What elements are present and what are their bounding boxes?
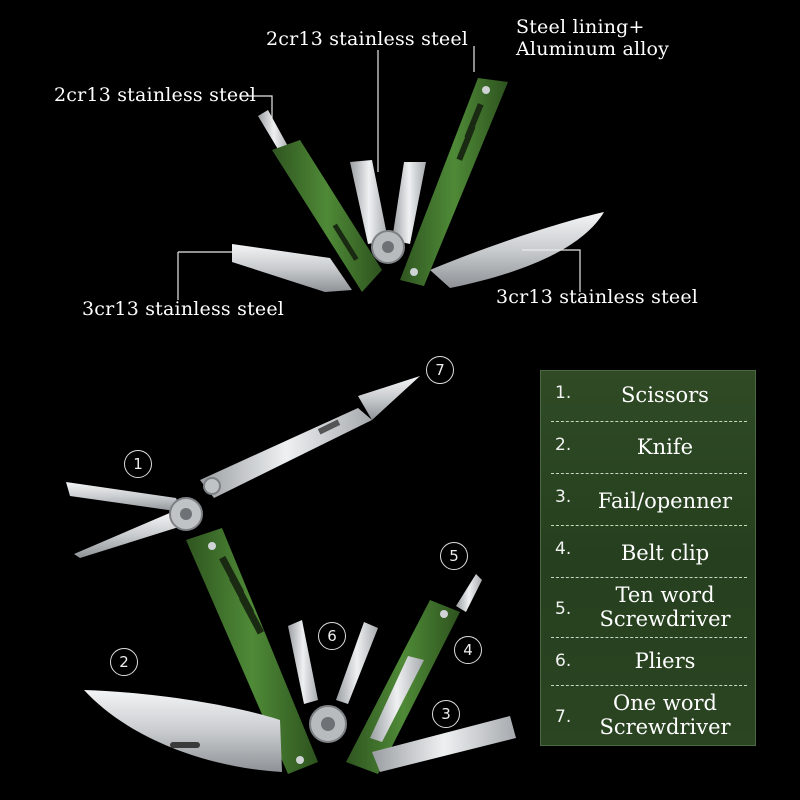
callout-top-center: 2cr13 stainless steel [266, 28, 469, 50]
marker-5: 5 [440, 542, 468, 570]
scissors-upper [66, 482, 182, 512]
scissors-lower [74, 512, 182, 558]
top-right-handle [400, 78, 508, 286]
knife-blade [84, 690, 282, 772]
bottom-left-handle [186, 528, 318, 774]
legend-index: 3. [555, 487, 572, 507]
legend-index: 7. [555, 707, 572, 727]
top-multitool [232, 78, 604, 292]
screwdriver-arm [200, 408, 372, 498]
legend-index: 4. [555, 539, 572, 559]
legend-item: 5. Ten word Screwdriver [551, 579, 747, 638]
callout-mid-right: 3cr13 stainless steel [496, 286, 699, 308]
callout-top-right-line1: Steel lining+ [516, 16, 645, 38]
callout-top-right: Steel lining+ Aluminum alloy [516, 16, 669, 60]
marker-2: 2 [110, 648, 138, 676]
legend-label: Pliers [634, 649, 696, 673]
legend-label: Belt clip [620, 541, 710, 565]
callout-lines [177, 46, 581, 300]
marker-7: 7 [426, 356, 454, 384]
legend-index: 5. [555, 599, 572, 619]
legend-label: Scissors [621, 383, 709, 407]
top-left-bit [258, 110, 290, 156]
legend-item: 7. One word Screwdriver [551, 687, 747, 743]
legend-item: 2. Knife [551, 423, 747, 474]
callout-top-left: 2cr13 stainless steel [54, 84, 257, 106]
legend-item: 6. Pliers [551, 639, 747, 686]
legend-label: Ten word Screwdriver [599, 583, 731, 631]
bottom-bit [456, 574, 482, 612]
callout-mid-left: 3cr13 stainless steel [82, 298, 285, 320]
file-tool [372, 716, 516, 772]
legend-label: Fail/openner [597, 489, 733, 513]
top-pliers [350, 160, 388, 244]
legend-index: 1. [555, 383, 572, 403]
legend-label: One word Screwdriver [599, 691, 731, 739]
top-right-blade [430, 212, 604, 288]
legend-panel: 1. Scissors 2. Knife 3. Fail/openner 4. … [540, 370, 756, 746]
legend-item: 3. Fail/openner [551, 475, 747, 526]
marker-6: 6 [318, 622, 346, 650]
bottom-multitool [66, 376, 516, 774]
callout-top-right-line2: Aluminum alloy [516, 38, 670, 60]
legend-item: 1. Scissors [551, 371, 747, 422]
legend-label: Knife [636, 435, 694, 459]
legend-item: 4. Belt clip [551, 527, 747, 578]
bottom-pliers [288, 620, 318, 704]
marker-3: 3 [432, 700, 460, 728]
marker-4: 4 [454, 636, 482, 664]
top-left-blade [232, 244, 352, 292]
legend-index: 6. [555, 651, 572, 671]
marker-1: 1 [124, 450, 152, 478]
legend-index: 2. [555, 435, 572, 455]
